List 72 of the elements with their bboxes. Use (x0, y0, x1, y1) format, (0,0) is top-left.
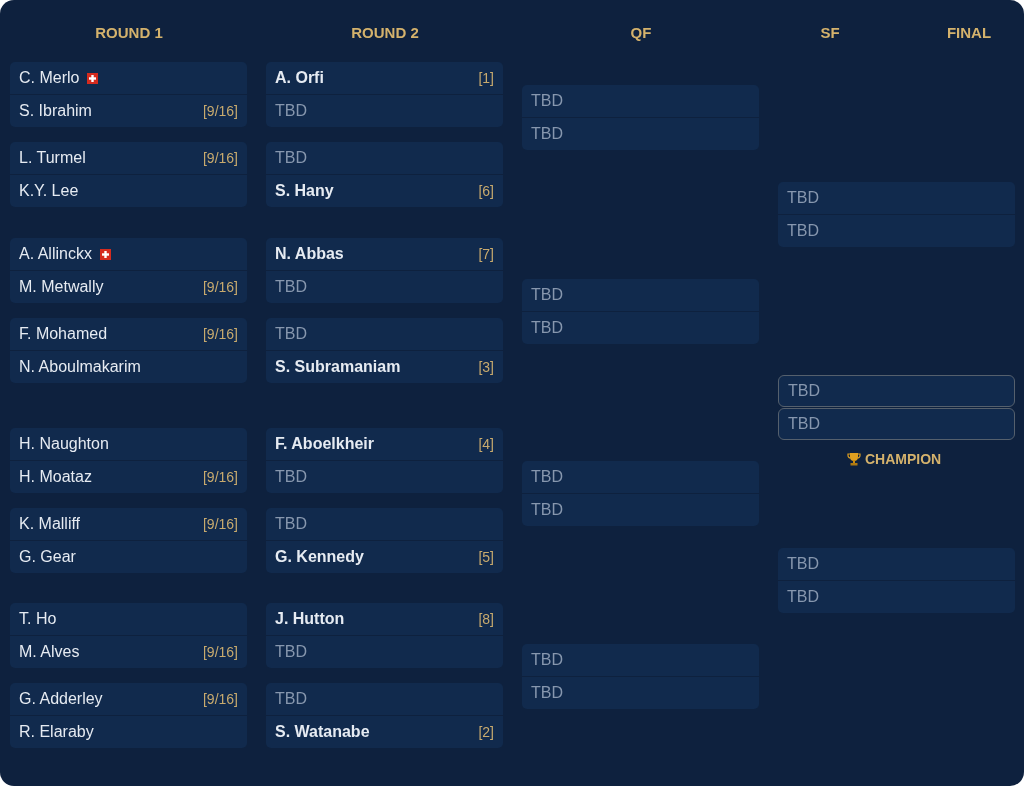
player-name: H. Moataz (19, 468, 92, 486)
placeholder-name: TBD (275, 102, 307, 120)
player-name: M. Metwally (19, 278, 104, 296)
player-slot (778, 408, 1015, 440)
placeholder-name: TBD (275, 690, 307, 708)
player-name: S. Subramaniam (275, 358, 401, 376)
seed-label: [2] (478, 724, 494, 740)
seed-label: [4] (478, 436, 494, 452)
placeholder-name: TBD (787, 588, 819, 606)
seed-label: [9/16] (202, 516, 238, 532)
placeholder-name: TBD (787, 555, 819, 573)
player-name: G. Kennedy (275, 548, 364, 566)
seed-label: [3] (478, 359, 494, 375)
player-name: N. Aboulmakarim (19, 358, 141, 376)
player-name: A. Orfi (275, 69, 324, 87)
seed-label: [8] (478, 611, 494, 627)
player-name: S. Watanabe (275, 723, 370, 741)
seed-label: [9/16] (202, 279, 238, 295)
player-name: G. Gear (19, 548, 76, 566)
placeholder-name: TBD (531, 92, 563, 110)
placeholder-name: TBD (275, 643, 307, 661)
placeholder-name: TBD (531, 286, 563, 304)
placeholder-name: TBD (531, 125, 563, 143)
seed-label: [9/16] (202, 469, 238, 485)
player-name: F. Mohamed (19, 325, 108, 343)
seed-label: [5] (478, 549, 494, 565)
placeholder-name: TBD (275, 278, 307, 296)
seed-label: [7] (478, 246, 494, 262)
player-slot (778, 375, 1015, 407)
player-name: G. Adderley (19, 690, 103, 708)
placeholder-name: TBD (275, 515, 307, 533)
placeholder-name: TBD (275, 468, 307, 486)
player-name: S. Hany (275, 182, 334, 200)
seed-label: [9/16] (202, 150, 238, 166)
player-name: R. Elaraby (19, 723, 94, 741)
player-name: N. Abbas (275, 245, 344, 263)
player-name: K. Malliff (19, 515, 81, 533)
player-name: S. Ibrahim (19, 102, 92, 120)
seed-label: [9/16] (202, 103, 238, 119)
player-slot (10, 62, 247, 94)
placeholder-name: TBD (531, 319, 563, 337)
placeholder-name: TBD (275, 325, 307, 343)
placeholder-name: TBD (788, 415, 820, 433)
placeholder-name: TBD (531, 684, 563, 702)
player-name: F. Aboelkheir (275, 435, 374, 453)
champion-label: CHAMPION (865, 451, 942, 467)
placeholder-name: TBD (531, 468, 563, 486)
player-name: T. Ho (19, 610, 57, 628)
round-header: SF (820, 24, 840, 41)
seed-label: [1] (478, 70, 494, 86)
seed-label: [9/16] (202, 326, 238, 342)
player-name: A. Allinckx (19, 245, 92, 263)
seed-label: [9/16] (202, 644, 238, 660)
seed-label: [9/16] (202, 691, 238, 707)
round-header: ROUND 1 (95, 24, 163, 41)
round-header: FINAL (946, 24, 992, 41)
player-slot (10, 238, 247, 270)
placeholder-name: TBD (531, 501, 563, 519)
round-header: QF (630, 24, 652, 41)
placeholder-name: TBD (531, 651, 563, 669)
player-name: K.Y. Lee (19, 182, 79, 200)
player-name: J. Hutton (275, 610, 345, 628)
placeholder-name: TBD (275, 149, 307, 167)
player-name: C. Merlo (19, 69, 80, 87)
placeholder-name: TBD (788, 382, 820, 400)
round-header: ROUND 2 (351, 24, 419, 41)
placeholder-name: TBD (787, 222, 819, 240)
placeholder-name: TBD (787, 189, 819, 207)
player-name: L. Turmel (19, 149, 86, 167)
player-name: M. Alves (19, 643, 80, 661)
seed-label: [6] (478, 183, 494, 199)
player-name: H. Naughton (19, 435, 109, 453)
